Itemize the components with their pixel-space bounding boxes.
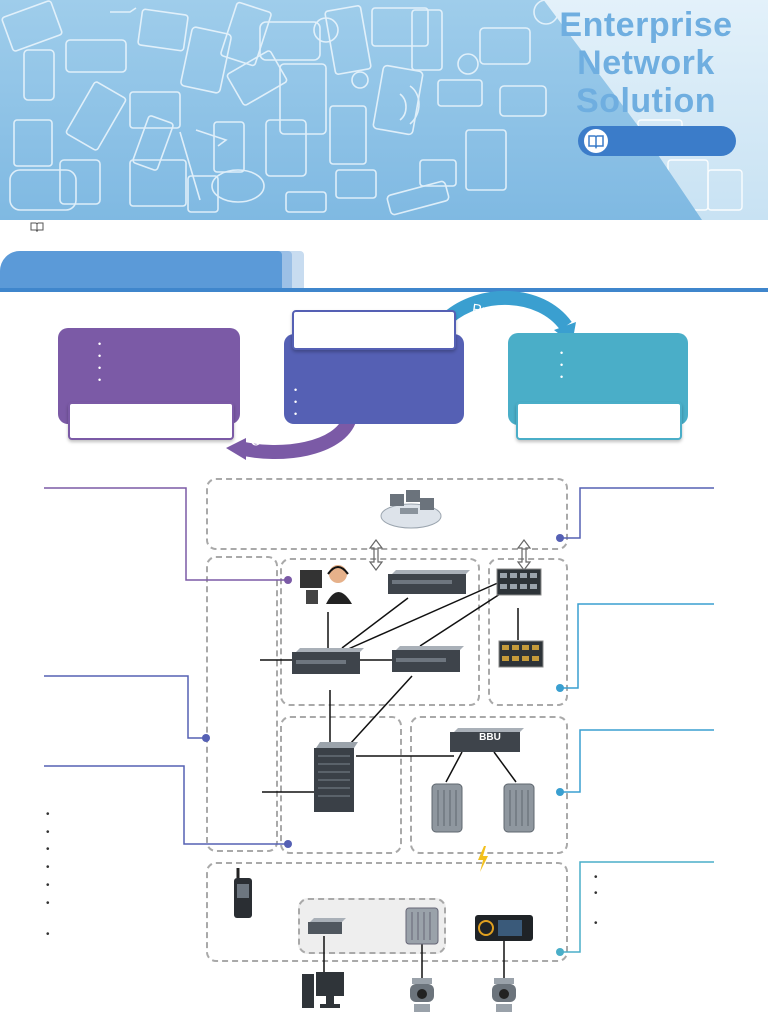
cloud-computers-icon (380, 490, 442, 529)
callout-dot (284, 840, 292, 848)
camera-icon (492, 978, 516, 1012)
desktop-computer-icon (302, 972, 344, 1008)
banner-title-line-2: Network (577, 44, 715, 82)
concept-label-box-left (68, 402, 234, 440)
radio-unit-icon (503, 783, 535, 833)
left-bullet-list: •••••• • (46, 809, 50, 941)
core-switch-chassis-icon (314, 742, 358, 812)
callout-dot (284, 576, 292, 584)
camera-icon (410, 978, 434, 1012)
concept-label-box-center (292, 310, 456, 350)
callout-line (560, 603, 714, 689)
bullet-list: ••• (560, 348, 564, 382)
orients-arrowhead (226, 438, 246, 460)
bbu-unit-icon (450, 728, 524, 752)
bullet-list: ••• (294, 385, 298, 419)
book-icon (584, 129, 608, 153)
callout-line (44, 675, 206, 739)
callout-dot (556, 684, 564, 692)
vehicle-terminal-icon (475, 915, 533, 941)
callout-dot (556, 788, 564, 796)
radio-unit-icon (431, 783, 463, 833)
lightning-icon (478, 846, 488, 872)
storage-array-icon (496, 568, 542, 596)
storage-array-icon (498, 640, 544, 668)
book-icon (30, 222, 44, 232)
orients-to-label: Orients to (249, 422, 312, 450)
section-tab (0, 251, 282, 289)
banner-title-line-1: Enterprise (559, 6, 733, 44)
callout-dot (556, 948, 564, 956)
handheld-terminal-icon (234, 868, 252, 918)
banner: Enterprise Network Solution (0, 0, 768, 220)
callout-dot (202, 734, 210, 742)
section-rule (0, 288, 768, 292)
callout-line (560, 861, 714, 953)
callout-line (560, 487, 714, 539)
left-tall-box (206, 556, 278, 852)
provides-label: Provides (471, 300, 528, 324)
small-radio-unit-icon (405, 907, 439, 945)
bullet-list: •••• (98, 339, 102, 385)
banner-title: Enterprise Network Solution (546, 6, 746, 120)
concept-label-box-right (516, 402, 682, 440)
bbu-label: BBU (479, 732, 501, 743)
rack-server-icon (388, 570, 470, 594)
rack-server-icon (292, 648, 364, 674)
rack-server-icon (392, 646, 464, 672)
network-switch-icon (308, 918, 346, 934)
banner-title-line-3: Solution (576, 82, 716, 120)
callout-dot (556, 534, 564, 542)
dispatcher-operator-icon (300, 565, 352, 604)
callout-line (560, 729, 714, 793)
device-doodle-illustration (1, 0, 559, 216)
banner-subtitle-pill (578, 126, 736, 156)
